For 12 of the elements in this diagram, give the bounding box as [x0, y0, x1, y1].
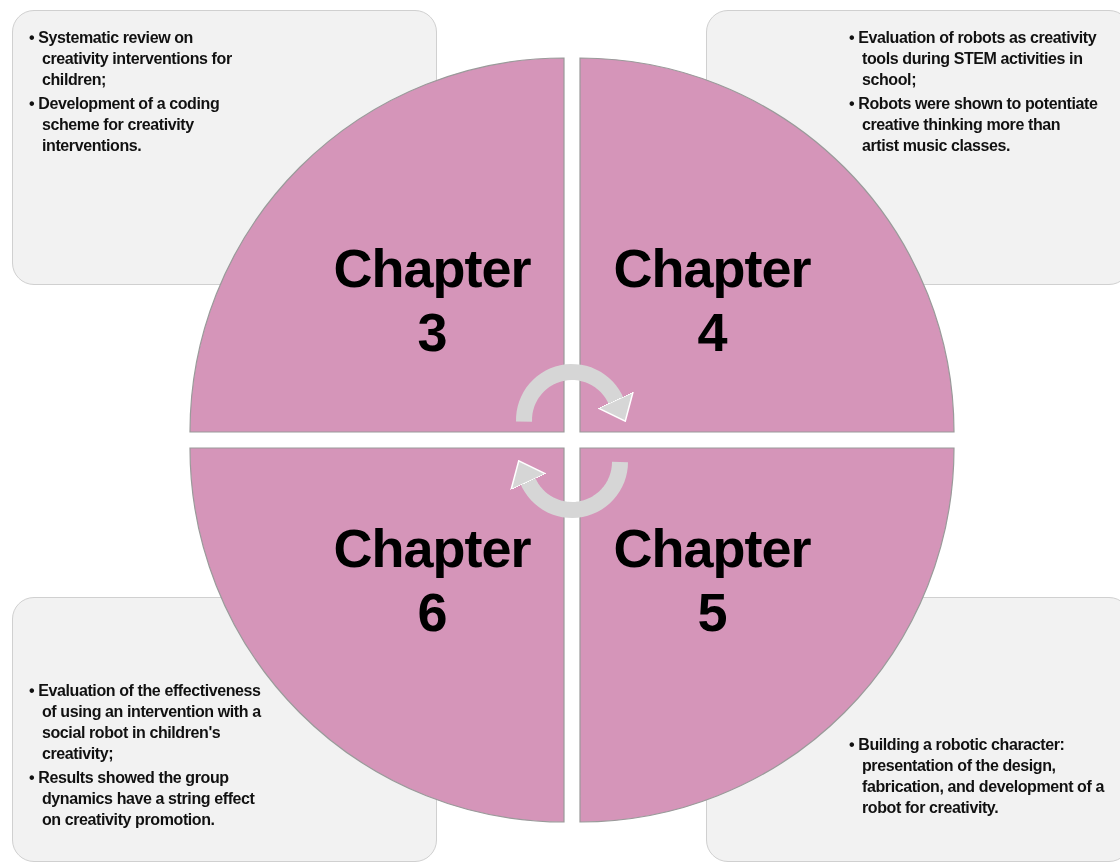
chapter-title: Chapter 5: [612, 517, 812, 644]
bullet-text: • Evaluation of robots as creativity tools during STEM activities in school;: [849, 28, 1098, 90]
chapter-title: Chapter 4: [612, 237, 812, 364]
bullet-text: • Evaluation of the effectiveness of using an intervention with a social robot in children's creativity;: [29, 681, 263, 764]
bullet-text: • Development of a coding scheme for creativity interventions.: [29, 94, 221, 156]
chapter-title: Chapter 6: [332, 517, 532, 644]
bullet-text: • Results showed the group dynamics have a string effect on creativity promotion.: [29, 768, 256, 830]
bullet-text: • Building a robotic character: presentation of the design, fabrication, and development of a robot for creativity.: [849, 735, 1106, 818]
chapter-title: Chapter 3: [332, 237, 532, 364]
bullet-text: • Systematic review on creativity interventions for children;: [29, 28, 233, 90]
bullet-text: • Robots were shown to potentiate creative thinking more than artist music classes.: [849, 94, 1099, 156]
curved-arrow: [510, 458, 628, 518]
